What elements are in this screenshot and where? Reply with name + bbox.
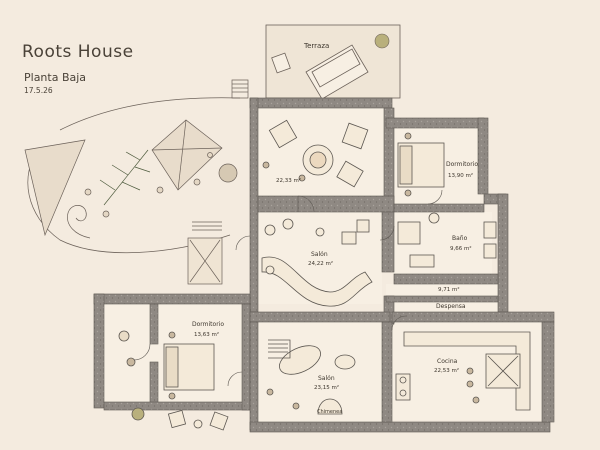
ottoman (334, 354, 356, 370)
bathtub (409, 254, 435, 268)
curved-sofa (261, 256, 373, 307)
room-name-dormitorio-w: Dormitorio (192, 321, 224, 328)
plan-subtitle: Planta Baja (24, 71, 87, 84)
walls (93, 97, 555, 433)
shade-sail-left (24, 139, 86, 237)
doors (133, 189, 443, 387)
room-area-pasillo: 9,71 m² (438, 286, 460, 293)
room-area-dormitorio-w: 13,63 m² (194, 331, 219, 338)
armchair (341, 122, 369, 150)
stove (395, 373, 411, 401)
fireplace (317, 398, 343, 415)
kitchen-counter (403, 331, 531, 411)
salon-south-furniture (266, 339, 356, 415)
side-chair (341, 231, 357, 245)
room-area-bano: 9,66 m² (450, 245, 472, 252)
armchair (336, 160, 364, 188)
room-labels: Terraza 22,33 m² Dormitorio 13,90 m² Sal… (192, 42, 478, 415)
room-area-cocina: 22,53 m² (434, 367, 459, 374)
room-area-salon-south: 23,15 m² (314, 384, 339, 391)
plan-date: 17.5.26 (24, 86, 53, 95)
lounge-furniture (262, 119, 369, 188)
room-name-cocina: Cocina (437, 358, 458, 365)
washbasin (428, 212, 440, 224)
armchair (268, 119, 298, 149)
toilet (483, 221, 497, 239)
entry-steps (231, 79, 249, 99)
shower (397, 221, 421, 245)
room-name-salon-south: Salón (318, 375, 335, 382)
bedroom-w-furniture (118, 330, 229, 431)
bedroom-ne-furniture (397, 132, 445, 197)
garden-bench (187, 221, 223, 285)
room-name-dormitorio-ne: Dormitorio (446, 161, 478, 168)
salon-center-furniture (261, 218, 373, 307)
garden-tree (99, 149, 151, 206)
room-area-lounge: 22,33 m² (276, 177, 301, 184)
terrace-plant (374, 33, 390, 49)
room-area-salon-center: 24,22 m² (308, 260, 333, 267)
kitchen-furniture (395, 331, 531, 411)
potted-plant (131, 407, 145, 421)
garden-plant (218, 163, 238, 183)
room-name-despensa: Despensa (436, 303, 466, 310)
terrace (265, 24, 401, 100)
dining-chair (264, 224, 276, 236)
room-name-terraza: Terraza (303, 42, 329, 50)
terrace-chair (271, 52, 291, 74)
garden-area (24, 79, 249, 285)
room-name-salon-center: Salón (311, 251, 328, 258)
outdoor-chair (167, 409, 187, 429)
plan-title: Roots House (22, 42, 134, 62)
room-area-dormitorio-ne: 13,90 m² (448, 172, 473, 179)
room-name-bano: Baño (452, 235, 468, 242)
room-name-chimenea: Chimenea (317, 409, 342, 415)
bathroom-fixtures (397, 212, 497, 268)
